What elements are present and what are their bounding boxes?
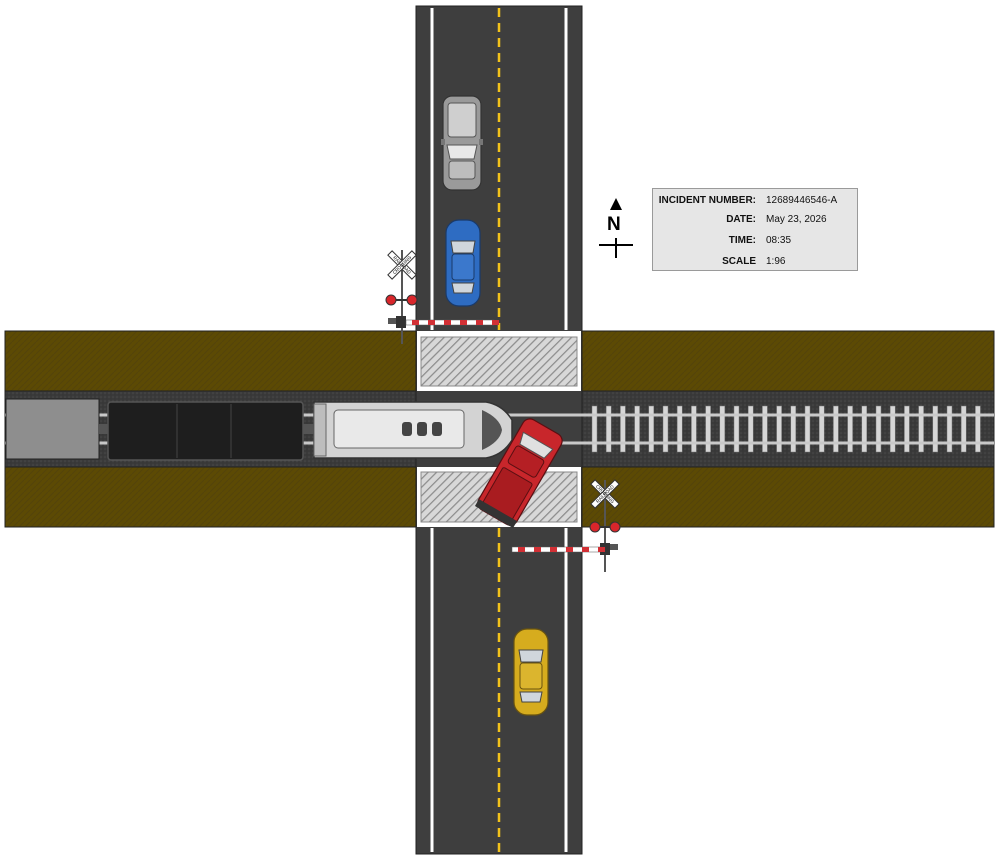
railroad-tie xyxy=(762,405,768,453)
north-label: N xyxy=(607,214,621,235)
railroad-tie xyxy=(818,405,825,453)
railroad-tie xyxy=(918,405,924,453)
time-row: TIME: 08:35 xyxy=(653,235,859,249)
railroad-tie xyxy=(676,405,683,453)
railroad-tie xyxy=(605,405,612,453)
gate-arm-stripe xyxy=(460,320,467,325)
locomotive-vent xyxy=(432,422,442,436)
crossing-hatch-north xyxy=(420,336,578,387)
pickup-truck-gray xyxy=(441,95,483,191)
locomotive-roof xyxy=(333,409,465,449)
gate-arm-stripe xyxy=(476,320,483,325)
gate-arm-stripe xyxy=(492,320,499,325)
locomotive-vent xyxy=(417,422,427,436)
locomotive-windshield xyxy=(482,410,502,450)
railroad-tie xyxy=(790,405,797,453)
time-value: 08:35 xyxy=(766,235,792,246)
incident-info-panel: INCIDENT NUMBER: 12689446546-A DATE: May… xyxy=(652,188,858,271)
pickup-truck-red xyxy=(474,418,563,529)
railroad-tie xyxy=(733,405,740,453)
grass-strip-south-west xyxy=(4,466,418,528)
gate-arm-stripe xyxy=(598,547,605,552)
train-coupler xyxy=(303,424,315,434)
railroad-tie xyxy=(904,405,910,453)
locomotive-vent xyxy=(402,422,412,436)
railroad-tie xyxy=(804,405,811,453)
railroad-tie xyxy=(776,405,782,453)
railroad-tie xyxy=(591,405,598,453)
signal-light xyxy=(385,294,397,306)
crossing-gate-northwest: RAILROAD CROSSING xyxy=(385,250,499,344)
grass-strip-north-west xyxy=(4,330,418,392)
signal-light xyxy=(406,294,418,306)
gate-arm-stripe xyxy=(582,547,589,552)
time-label: TIME: xyxy=(728,235,756,246)
gate-arm-stripe xyxy=(566,547,573,552)
incident-number-row: INCIDENT NUMBER: 12689446546-A xyxy=(653,195,859,209)
sedan-blue xyxy=(445,219,481,307)
railroad-tie xyxy=(691,405,697,453)
railroad-tie xyxy=(833,405,839,453)
scale-row: SCALE 1:96 xyxy=(653,256,859,270)
railroad-tie xyxy=(648,405,655,453)
railroad-tie xyxy=(960,405,967,453)
date-value: May 23, 2026 xyxy=(766,214,827,225)
signal-light xyxy=(609,521,621,533)
gate-arm-stripe xyxy=(550,547,557,552)
railroad-tie xyxy=(946,405,953,453)
railroad-tie xyxy=(705,405,711,453)
railroad-tie xyxy=(861,405,868,453)
train xyxy=(5,398,513,461)
railroad-tie xyxy=(875,405,882,453)
grass-strip-north-east xyxy=(580,330,995,392)
signal-light xyxy=(589,521,601,533)
north-arrow: N xyxy=(596,196,636,260)
gate-arm-stripe xyxy=(412,320,419,325)
railroad-tie xyxy=(889,405,896,453)
railroad-tie xyxy=(932,405,939,453)
railroad-tie xyxy=(975,405,981,453)
freight-car-gray xyxy=(5,398,100,460)
railroad-ties xyxy=(591,405,981,453)
crossing-gate-southeast: RAILROAD CROSSING xyxy=(511,479,621,572)
railroad-tie xyxy=(847,405,853,453)
train-coupler xyxy=(99,424,109,434)
date-label: DATE: xyxy=(726,214,756,225)
railroad-tie xyxy=(747,405,754,453)
sedan-yellow xyxy=(513,628,549,716)
gate-arm-stripe xyxy=(444,320,451,325)
scale-label: SCALE xyxy=(722,256,756,267)
incident-number-label: INCIDENT NUMBER: xyxy=(658,195,756,206)
grass-strip-south-east xyxy=(580,466,995,528)
date-row: DATE: May 23, 2026 xyxy=(653,214,859,228)
railroad-tie xyxy=(634,405,640,453)
scale-value: 1:96 xyxy=(766,256,786,267)
railroad-tie xyxy=(719,405,726,453)
incident-number-value: 12689446546-A xyxy=(766,195,838,206)
railroad-tie xyxy=(620,405,626,453)
gate-arm-stripe xyxy=(534,547,541,552)
locomotive-rear-cab xyxy=(313,403,327,457)
gate-arm-stripe xyxy=(518,547,525,552)
gate-arm-stripe xyxy=(428,320,435,325)
railroad-tie xyxy=(662,405,669,453)
freight-car-black xyxy=(107,401,304,461)
